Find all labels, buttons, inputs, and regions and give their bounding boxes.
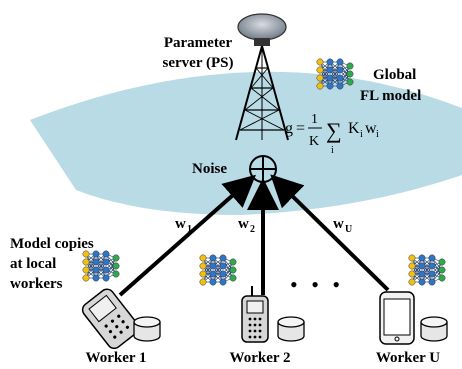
noise-label: Noise	[192, 161, 227, 177]
database-icon	[133, 316, 161, 342]
uplink-arrow-1	[118, 174, 256, 297]
parameter-server-icon	[235, 13, 289, 141]
svg-text:1: 1	[187, 224, 192, 235]
neural-network-icon	[316, 58, 354, 90]
svg-text:i: i	[360, 129, 363, 140]
worker-1-label: Worker 1	[86, 350, 147, 366]
svg-text:g: g	[285, 120, 293, 137]
worker-u-label: Worker U	[376, 350, 440, 366]
svg-text:U: U	[345, 224, 352, 235]
svg-text:w: w	[333, 216, 344, 232]
svg-text:∑: ∑	[326, 118, 342, 143]
smartphone-icon	[379, 291, 415, 345]
flip-phone-icon	[81, 288, 140, 350]
adder-icon	[249, 155, 277, 183]
svg-text:1: 1	[311, 112, 318, 127]
ps-label-line2: server (PS)	[163, 55, 234, 71]
local-label-line2: at local	[10, 256, 56, 272]
neural-network-icon	[82, 250, 120, 282]
global-model-label-line2: FL model	[360, 88, 421, 104]
database-icon	[277, 316, 305, 342]
weight-label-2: w 2	[238, 216, 255, 235]
neural-network-icon	[199, 254, 237, 286]
mobile-phone-icon	[241, 286, 269, 343]
svg-text:w: w	[365, 120, 377, 137]
coverage-area	[30, 71, 462, 215]
weight-label-1: w 1	[175, 216, 192, 235]
svg-text:w: w	[238, 216, 249, 232]
aggregation-formula: g = 1 K ∑ i K i w i	[285, 112, 379, 156]
svg-text:i: i	[331, 145, 334, 156]
svg-text:K: K	[348, 120, 360, 137]
svg-text:=: =	[296, 120, 305, 137]
database-icon	[420, 316, 448, 342]
global-model-label-line1: Global	[373, 67, 416, 83]
worker-2-label: Worker 2	[230, 350, 291, 366]
svg-text:K: K	[309, 134, 319, 149]
ps-label-line1: Parameter	[164, 35, 233, 51]
svg-text:i: i	[376, 129, 379, 140]
svg-text:2: 2	[250, 224, 255, 235]
svg-text:w: w	[175, 216, 186, 232]
local-label-line3: workers	[10, 276, 63, 292]
neural-network-icon	[408, 254, 446, 286]
ellipsis-dots: • • •	[290, 272, 344, 297]
local-label-line1: Model copies	[10, 236, 94, 252]
uplink-arrow-u	[270, 174, 390, 292]
weight-label-u: w U	[333, 216, 352, 235]
